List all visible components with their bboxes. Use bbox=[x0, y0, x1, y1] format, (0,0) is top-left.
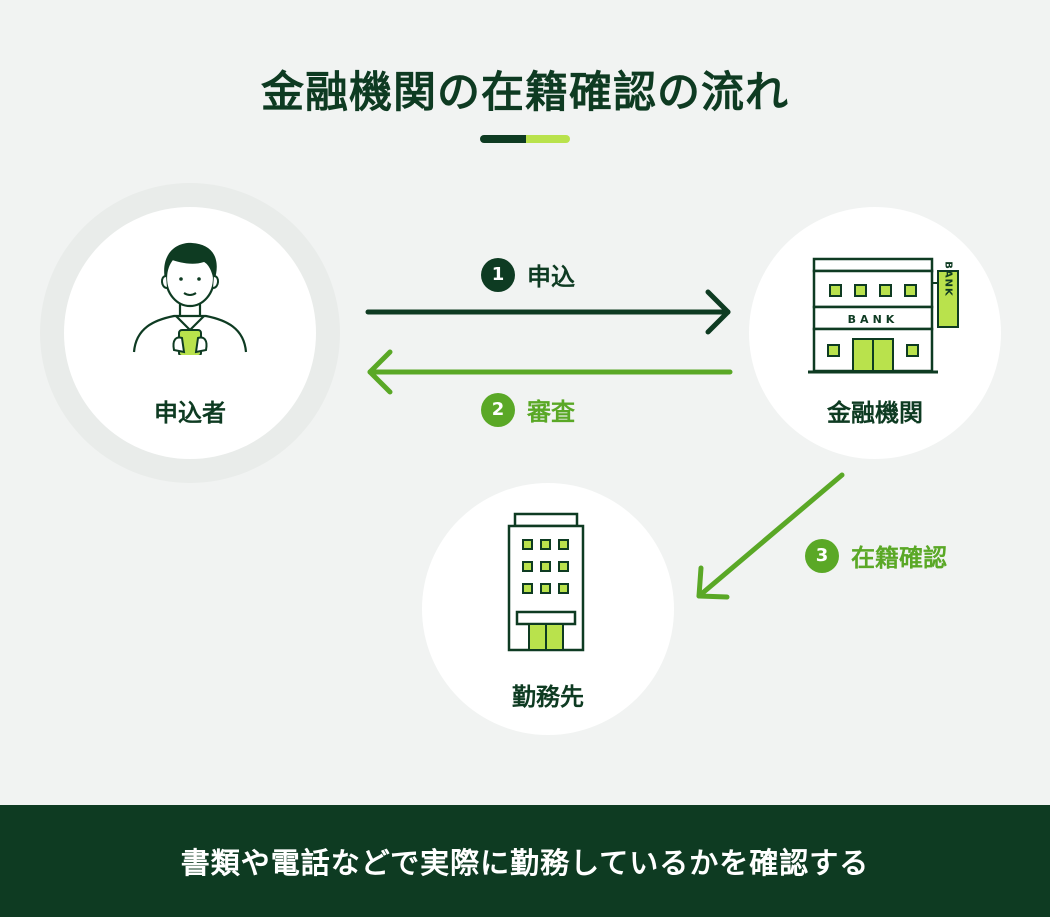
title-underline-dark bbox=[480, 135, 526, 143]
step-2-text: 審査 bbox=[527, 398, 575, 426]
step-1-label: 1 申込 bbox=[481, 257, 575, 292]
step-1-text: 申込 bbox=[527, 263, 575, 291]
footer-text: 書類や電話などで実際に勤務しているかを確認する bbox=[180, 846, 870, 880]
page-title: 金融機関の在籍確認の流れ bbox=[261, 68, 789, 118]
office-building-icon bbox=[507, 512, 585, 652]
footer-banner: 書類や電話などで実際に勤務しているかを確認する bbox=[0, 805, 1050, 917]
step-2-label: 2 審査 bbox=[481, 392, 575, 427]
workplace-label: 勤務先 bbox=[512, 683, 584, 711]
bank-sign-text: BANK bbox=[943, 261, 954, 297]
step-1-number: 1 bbox=[481, 257, 515, 292]
title-underline-lime bbox=[526, 135, 570, 143]
step-3-text: 在籍確認 bbox=[851, 544, 947, 572]
step-3-label: 3 在籍確認 bbox=[805, 538, 947, 573]
bank-label: 金融機関 bbox=[827, 399, 923, 427]
arrow-apply bbox=[365, 289, 731, 335]
step-2-number: 2 bbox=[481, 392, 515, 427]
arrow-employment-check bbox=[696, 472, 845, 600]
arrow-review bbox=[367, 349, 733, 395]
step-3-number: 3 bbox=[805, 538, 839, 573]
person-with-phone-icon bbox=[132, 242, 248, 355]
bank-building-icon: BANK BANK bbox=[808, 257, 959, 374]
bank-facade-text: BANK bbox=[848, 313, 899, 326]
applicant-label: 申込者 bbox=[154, 399, 226, 427]
